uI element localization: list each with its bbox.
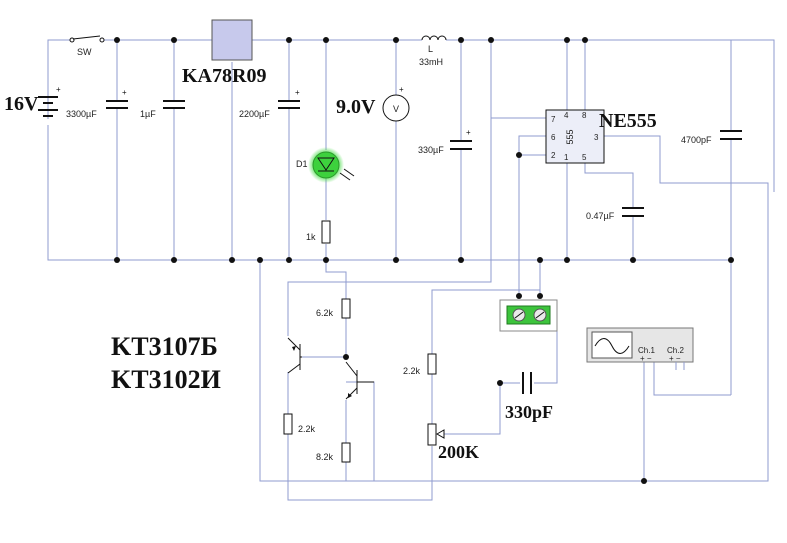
- switch[interactable]: SW: [69, 35, 105, 57]
- transistor-1-label: KT3107Б: [111, 332, 218, 361]
- pin-1: 1: [564, 153, 569, 162]
- led: D1: [296, 147, 355, 183]
- resistor-1k: 1k: [306, 220, 331, 244]
- pin-5: 5: [582, 153, 587, 162]
- capacitor-047uf: 0.47µF: [586, 207, 644, 221]
- capacitor-1uf: 1µF: [140, 100, 185, 119]
- transistor-pnp: [287, 337, 302, 374]
- pin-4: 4: [564, 111, 569, 120]
- cap-4700pf-label: 4700pF: [681, 135, 712, 145]
- resistor-2-2k-left-label: 2.2k: [298, 424, 316, 434]
- resistor-2-2k-left: 2.2k: [283, 413, 316, 435]
- scope-ch1-polarity: + −: [640, 354, 652, 363]
- pot-label: 200K: [438, 442, 479, 462]
- pin-3: 3: [594, 133, 599, 142]
- battery-plus: +: [56, 85, 61, 94]
- resistor-2-2k-mid: 2.2k: [403, 353, 437, 376]
- plus-sign: +: [295, 88, 300, 97]
- resistor-2-2k-mid-label: 2.2k: [403, 366, 421, 376]
- led-label: D1: [296, 159, 308, 169]
- cap-330uf-label: 330µF: [418, 145, 444, 155]
- transistor-npn: [345, 361, 374, 400]
- voltage-regulator: KA78R09: [182, 19, 266, 87]
- scope-ch1-label: Ch.1: [638, 346, 655, 355]
- cap-330pf-label: 330pF: [505, 402, 553, 422]
- resistor-8-2k: 8.2k: [316, 442, 351, 463]
- resistor-8-2k-label: 8.2k: [316, 452, 334, 462]
- terminal-block: [499, 299, 558, 332]
- scope-ch2-polarity: + −: [669, 354, 681, 363]
- capacitor-3300uf: + 3300µF: [66, 88, 128, 119]
- timer-body-label: 555: [565, 129, 575, 144]
- potentiometer: 200K: [427, 423, 479, 462]
- switch-label: SW: [77, 47, 92, 57]
- capacitor-2200uf: + 2200µF: [239, 88, 300, 119]
- oscilloscope[interactable]: Ch.1 Ch.2 + − + −: [586, 327, 694, 370]
- cap-3300uf-label: 3300µF: [66, 109, 97, 119]
- pin-8: 8: [582, 111, 587, 120]
- pin-7: 7: [551, 115, 556, 124]
- cap-047uf-label: 0.47µF: [586, 211, 615, 221]
- capacitor-330pf: 330pF: [505, 372, 553, 422]
- transistor-2-label: KT3102И: [111, 365, 221, 394]
- plus-sign: +: [399, 85, 404, 94]
- inductor: L 33mH: [419, 35, 447, 67]
- supply-voltage-label: 16V: [4, 93, 39, 115]
- ne555-timer: 555 7 6 2 4 8 3 1 5 NE555: [545, 109, 657, 164]
- junction-dots: [114, 37, 734, 484]
- plus-sign: +: [122, 88, 127, 97]
- inductor-value: 33mH: [419, 57, 443, 67]
- capacitor-330uf: + 330µF: [418, 128, 472, 155]
- cap-1uf-label: 1µF: [140, 109, 156, 119]
- inductor-label: L: [428, 44, 433, 54]
- voltmeter: V + 9.0V: [336, 85, 410, 122]
- voltmeter-symbol: V: [393, 104, 399, 114]
- cap-2200uf-label: 2200µF: [239, 109, 270, 119]
- resistor-6-2k: 6.2k: [316, 298, 351, 319]
- capacitor-4700pf: 4700pF: [681, 130, 742, 145]
- regulator-label: KA78R09: [182, 65, 266, 87]
- resistor-1k-label: 1k: [306, 232, 316, 242]
- pin-2: 2: [551, 151, 556, 160]
- voltmeter-reading: 9.0V: [336, 96, 376, 118]
- wires: [47, 39, 775, 501]
- plus-sign: +: [466, 128, 471, 137]
- pin-6: 6: [551, 133, 556, 142]
- timer-label: NE555: [599, 110, 657, 132]
- scope-ch2-label: Ch.2: [667, 346, 684, 355]
- battery: + 16V: [4, 85, 61, 117]
- resistor-6-2k-label: 6.2k: [316, 308, 334, 318]
